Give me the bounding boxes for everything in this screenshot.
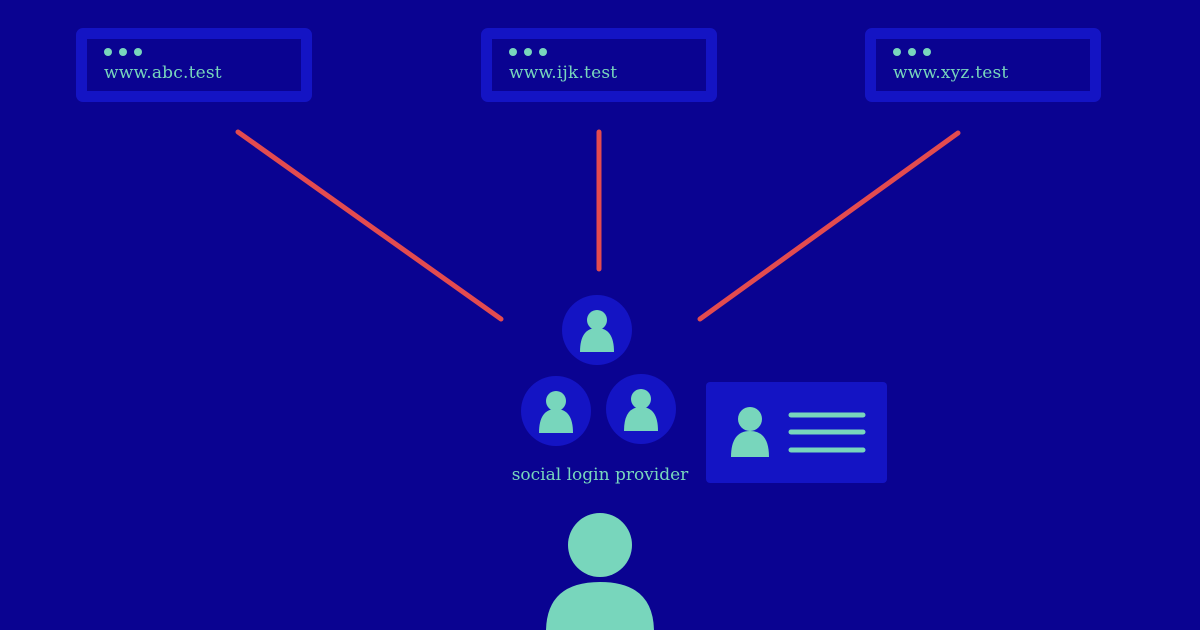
provider-label: social login provider: [511, 465, 689, 485]
connector-line-xyz: [697, 130, 961, 322]
site-url-abc: www.abc.test: [104, 63, 222, 83]
provider-user-icon-left: [521, 376, 591, 446]
provider-user-icon-top: [562, 295, 632, 365]
provider-user-icon-right: [606, 374, 676, 444]
user-figure-icon: [546, 513, 654, 630]
window-dots-icon: [104, 48, 142, 56]
browser-window-abc: www.abc.test: [76, 28, 312, 102]
window-dots-icon: [893, 48, 931, 56]
connector-line-abc: [235, 129, 504, 322]
site-url-ijk: www.ijk.test: [509, 63, 618, 83]
browser-window-xyz: www.xyz.test: [865, 28, 1101, 102]
browser-window-ijk: www.ijk.test: [481, 28, 717, 102]
window-dots-icon: [509, 48, 547, 56]
site-url-xyz: www.xyz.test: [893, 63, 1009, 83]
profile-card-icon: [706, 382, 887, 483]
